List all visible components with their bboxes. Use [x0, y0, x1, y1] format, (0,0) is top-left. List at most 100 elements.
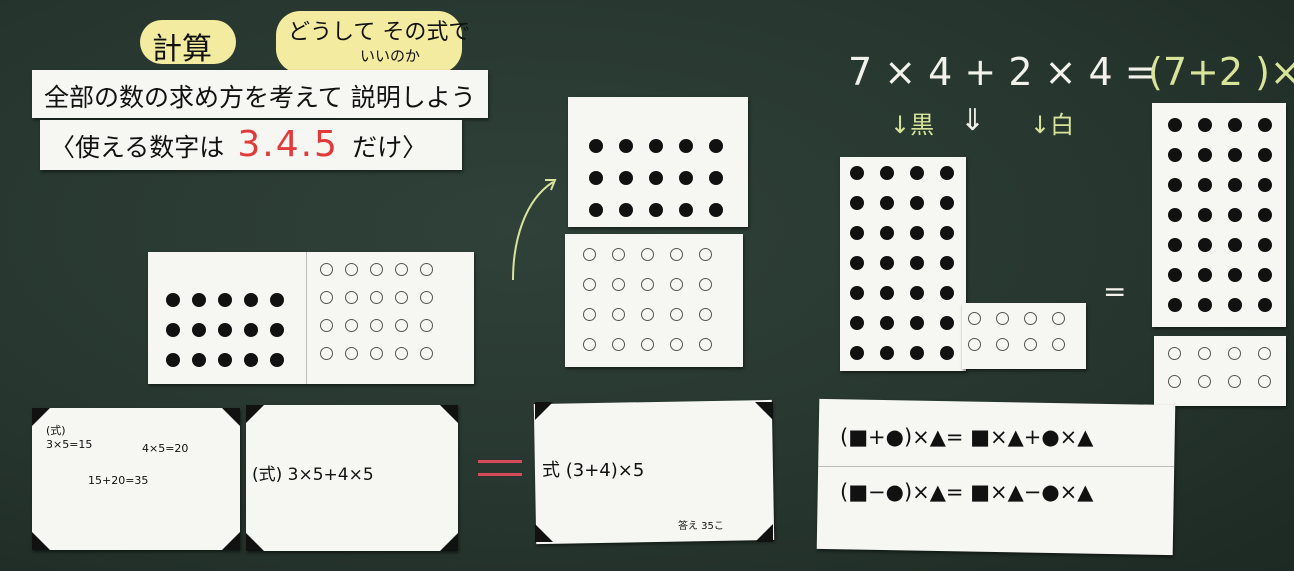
black-dot: [244, 323, 258, 337]
white-ring: [641, 278, 654, 291]
card1-line2: 3×5=15: [46, 438, 92, 451]
black-dot: [850, 316, 864, 330]
black-dot: [850, 196, 864, 210]
black-dot: [880, 196, 894, 210]
black-dot: [619, 203, 633, 217]
black-dot: [1198, 298, 1212, 312]
white-ring: [583, 278, 596, 291]
black-dot: [1228, 298, 1242, 312]
white-ring: [1168, 347, 1181, 360]
white-ring: [1168, 375, 1181, 388]
black-dot: [192, 353, 206, 367]
black-dot: [244, 293, 258, 307]
prompt-line-2: 〈使える数字は 3.4.5 だけ〉: [50, 124, 427, 165]
black-dot: [166, 353, 180, 367]
black-dot: [166, 323, 180, 337]
keisan-text: 計算: [152, 24, 212, 68]
white-ring: [320, 347, 333, 360]
doushite-text-2: いいのか: [360, 45, 420, 66]
white-ring: [1258, 375, 1271, 388]
black-dot: [270, 353, 284, 367]
black-dot: [619, 171, 633, 185]
black-dot: [1198, 118, 1212, 132]
white-ring: [670, 308, 683, 321]
white-ring: [345, 263, 358, 276]
white-ring: [1052, 312, 1065, 325]
black-dot: [589, 139, 603, 153]
white-ring: [612, 308, 625, 321]
card1-line3: 4×5=20: [142, 442, 188, 455]
white-ring: [420, 347, 433, 360]
white-ring: [641, 308, 654, 321]
black-dot: [589, 203, 603, 217]
black-dot: [880, 166, 894, 180]
black-dot: [270, 323, 284, 337]
white-ring: [670, 338, 683, 351]
black-dot: [1198, 178, 1212, 192]
black-dot: [1258, 118, 1272, 132]
black-dot: [910, 286, 924, 300]
black-dot: [910, 196, 924, 210]
prompt-prefix: 〈使える数字は: [50, 133, 224, 162]
white-ring: [1024, 312, 1037, 325]
white-ring: [699, 338, 712, 351]
corner-holder: [535, 524, 553, 542]
white-ring: [670, 248, 683, 261]
black-dot: [1228, 238, 1242, 252]
formula-fold: [818, 466, 1174, 467]
black-dot: [1258, 268, 1272, 282]
corner-holder: [32, 532, 50, 550]
black-dot: [218, 353, 232, 367]
black-dot: [880, 286, 894, 300]
black-dot: [649, 203, 663, 217]
white-ring: [420, 263, 433, 276]
formula-line-2: (■−●)×▲= ■×▲−●×▲: [840, 480, 1093, 504]
black-dot: [940, 316, 954, 330]
corner-holder: [535, 402, 553, 420]
black-dot: [1258, 178, 1272, 192]
black-dot: [270, 293, 284, 307]
black-dot: [218, 293, 232, 307]
black-dot: [1168, 118, 1182, 132]
white-ring: [1052, 338, 1065, 351]
black-dot: [1168, 148, 1182, 162]
corner-holder: [246, 533, 264, 551]
white-ring: [1198, 347, 1211, 360]
black-dot: [850, 286, 864, 300]
black-dot: [850, 346, 864, 360]
black-dot: [1228, 118, 1242, 132]
white-ring: [395, 347, 408, 360]
black-dot: [1258, 208, 1272, 222]
white-ring: [996, 338, 1009, 351]
corner-holder: [755, 524, 773, 542]
white-ring: [699, 248, 712, 261]
black-dot: [910, 316, 924, 330]
white-ring: [699, 308, 712, 321]
card2-text: (式) 3×5+4×5: [252, 460, 374, 485]
white-ring: [370, 347, 383, 360]
black-dot: [910, 346, 924, 360]
prompt-line-1: 全部の数の求め方を考えて 説明しよう: [44, 78, 476, 114]
doushite-text-1: どうして その式で: [288, 14, 470, 46]
black-dot: [940, 166, 954, 180]
white-ring: [320, 319, 333, 332]
black-dot: [649, 171, 663, 185]
black-dot: [218, 323, 232, 337]
black-dot: [679, 139, 693, 153]
chalk-arrow-double: ⇓: [960, 103, 985, 138]
black-dot: [589, 171, 603, 185]
black-dot: [1198, 148, 1212, 162]
white-ring: [1258, 347, 1271, 360]
white-ring: [345, 291, 358, 304]
formula-paper: [817, 399, 1176, 555]
chalk-arrow: [505, 170, 565, 285]
black-dot: [850, 166, 864, 180]
prompt-suffix: だけ〉: [352, 133, 427, 162]
white-ring: [1198, 375, 1211, 388]
formula-line-1: (■+●)×▲= ■×▲+●×▲: [840, 425, 1093, 449]
black-dot: [244, 353, 258, 367]
card3-text: 式 (3+4)×5: [542, 456, 644, 482]
white-ring: [1228, 375, 1241, 388]
black-dot: [1228, 208, 1242, 222]
